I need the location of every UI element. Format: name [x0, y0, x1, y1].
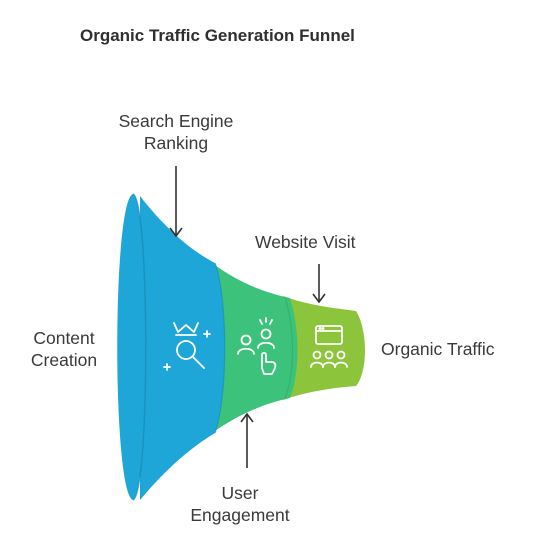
- crown-search-icon: [163, 322, 211, 371]
- label-line: Content: [33, 328, 95, 348]
- funnel-stage-website-visit: [283, 296, 365, 400]
- label-line: Creation: [30, 350, 98, 370]
- diagram-title: Organic Traffic Generation Funnel: [80, 26, 355, 45]
- funnel-stage-user-engagement: [212, 263, 298, 433]
- arrow-search-ranking: [169, 166, 183, 238]
- label-website-visit: Website Visit: [255, 232, 356, 252]
- label-line: Engagement: [190, 505, 290, 525]
- label-line: Ranking: [143, 133, 209, 153]
- funnel-stage-content-creation: [117, 194, 146, 500]
- user-engagement-icon: [237, 317, 277, 375]
- arrow-user-engagement: [240, 412, 254, 468]
- label-line: Search Engine: [118, 111, 234, 131]
- label-user-engagement: User Engagement: [170, 482, 310, 526]
- arrow-website-visit: [312, 264, 326, 304]
- website-audience-icon: [310, 325, 348, 368]
- label-content-creation: Content Creation: [14, 327, 114, 371]
- label-line: User: [221, 483, 259, 503]
- label-search-engine-ranking: Search Engine Ranking: [96, 110, 256, 154]
- label-organic-traffic: Organic Traffic: [381, 339, 495, 359]
- funnel-stage-search-ranking: [140, 196, 225, 500]
